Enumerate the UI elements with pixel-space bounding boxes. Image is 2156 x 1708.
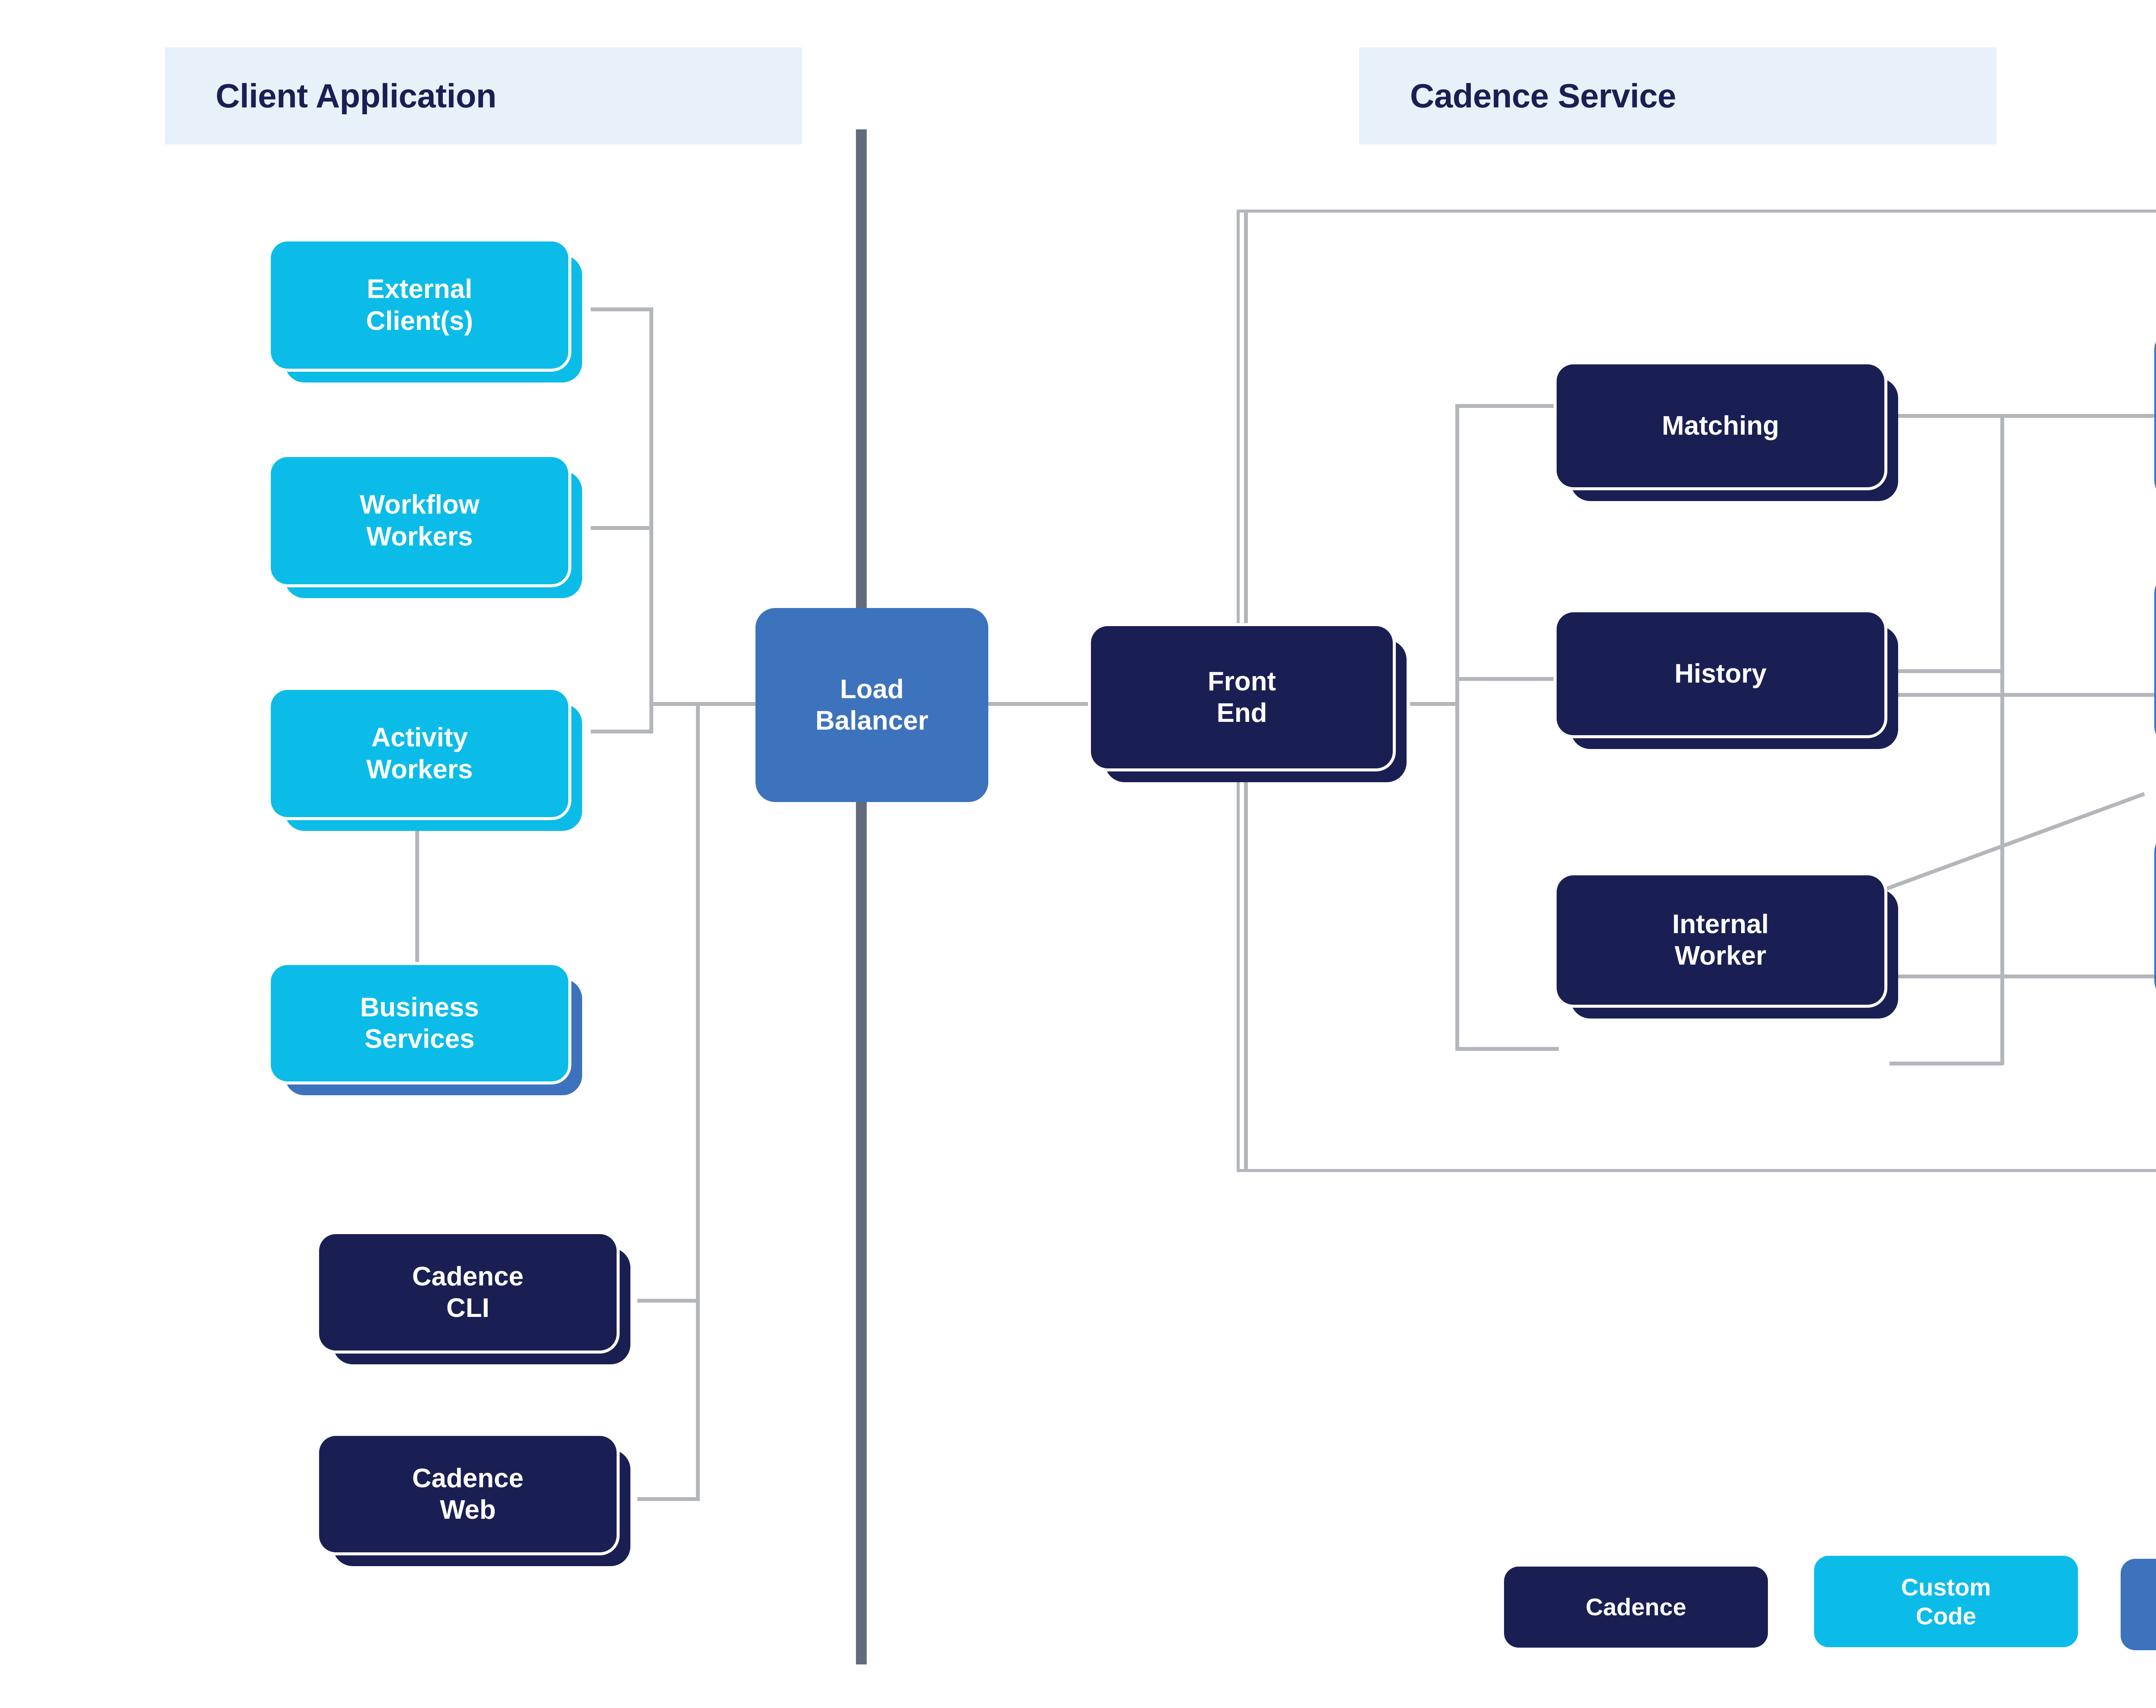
connector-history-to-kafka [1890,693,2156,697]
connector-branch-to-internal-worker [1455,1047,1559,1051]
node-business-services[interactable]: Business Services [268,962,582,1095]
connector-db-bus-to-database [2000,414,2156,418]
connector-clients-to-load-balancer [649,702,755,706]
client-vertical-bus [649,307,653,733]
node-internal-worker[interactable]: Internal Worker [1554,872,1898,1019]
connector-internal-worker-to-db-bus [1890,1062,2002,1066]
database-vertical-bus [2000,414,2004,1065]
connector-load-balancer-to-front-end [987,702,1092,706]
legend-item-cadence-label: Cadence [1586,1593,1686,1621]
connector-frame-bottom-link [1244,702,1248,1170]
client-application-header: Client Application [165,47,802,144]
cadence-service-title: Cadence Service [1410,77,1676,115]
node-workflow-workers-label: Workflow Workers [360,490,479,552]
connector-front-end-frame-link [1244,213,1248,704]
node-load-balancer-label: Load Balancer [815,674,928,736]
node-external-clients-label: External Client(s) [366,274,473,336]
node-database[interactable]: Database [2154,330,2156,500]
connector-front-end-out [1410,702,1459,706]
node-history[interactable]: History [1554,609,1898,749]
node-activity-workers-label: Activity Workers [366,723,473,784]
connector-external-clients [591,307,653,311]
node-activity-workers[interactable]: Activity Workers [268,687,582,831]
node-cadence-cli-label: Cadence CLI [412,1261,524,1323]
node-front-end[interactable]: Front End [1088,623,1407,782]
node-opensearch-elasticsearch[interactable]: OpenSearch®/ Elasticsearch [2154,832,2156,1000]
connector-activity-workers [591,730,653,733]
connector-workflow-workers [591,526,653,530]
legend-item-custom-code-label: Custom Code [1901,1573,1991,1630]
connector-history-to-db-bus [1890,669,2002,673]
connector-activity-to-business [415,828,419,968]
node-internal-worker-label: Internal Worker [1672,909,1769,971]
node-history-label: History [1674,658,1767,689]
connector-branch-to-history [1455,677,1559,681]
legend-item-custom-code: Custom Code [1814,1556,2078,1647]
cli-web-vertical-bus [696,702,700,1501]
legend-item-cadence: Cadence [1504,1567,1768,1648]
node-apache-kafka[interactable]: Apache Kafka® [2154,574,2156,746]
section-divider [856,129,867,1664]
connector-cadence-cli [637,1299,700,1303]
node-load-balancer[interactable]: Load Balancer [755,608,988,802]
node-external-clients[interactable]: External Client(s) [268,238,582,382]
cadence-service-header: Cadence Service [1359,47,1996,144]
node-front-end-label: Front End [1207,666,1276,728]
connector-internal-worker-to-opensearch [1890,975,2156,978]
node-cadence-cli[interactable]: Cadence CLI [316,1231,630,1364]
node-matching-label: Matching [1661,411,1780,441]
connector-cadence-web [637,1497,700,1501]
connector-branch-to-matching [1455,404,1559,408]
legend-item-external-service: External Service [2121,1559,2156,1650]
node-cadence-web[interactable]: Cadence Web [316,1433,630,1566]
node-business-services-label: Business Services [360,992,479,1054]
service-branch-bus [1455,404,1459,1051]
connector-matching-to-db-bus [1890,414,2002,418]
client-application-title: Client Application [216,77,497,115]
node-cadence-web-label: Cadence Web [412,1463,524,1525]
node-workflow-workers[interactable]: Workflow Workers [268,454,582,598]
node-matching[interactable]: Matching [1554,361,1898,501]
